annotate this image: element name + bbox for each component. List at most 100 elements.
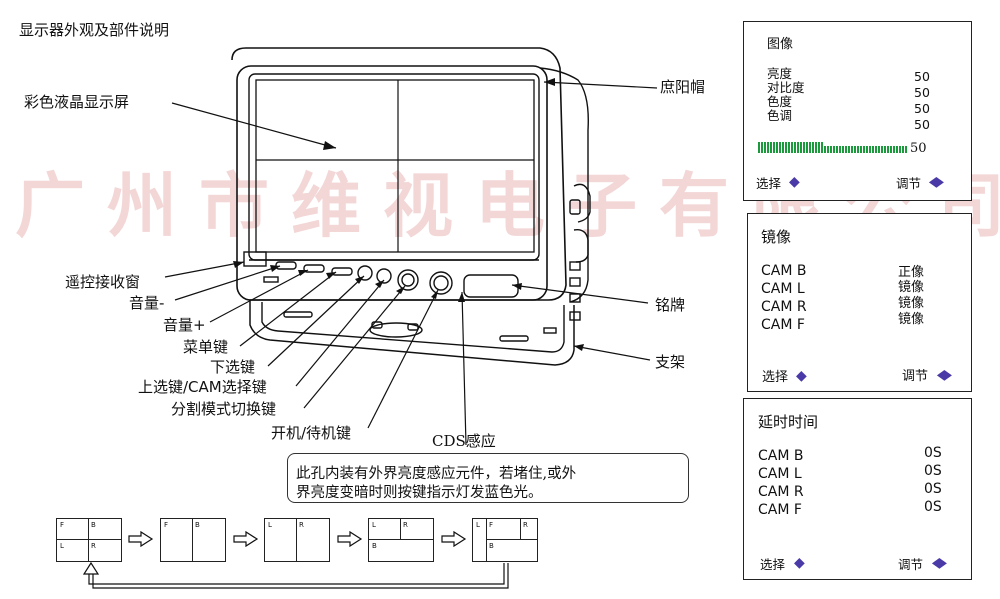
flow-arrow-4 — [441, 530, 467, 548]
hue-value: 50 — [914, 117, 930, 132]
split-mode-lfrb: L F R B — [472, 518, 538, 562]
mirror-settings-panel: 镜像 CAM B CAM L CAM R CAM F 正像 镜像 镜像 镜像 选… — [747, 213, 972, 392]
mirror-panel-title: 镜像 — [761, 228, 792, 246]
label-split-mode: 分割模式切换键 — [171, 400, 277, 418]
quad-label: B — [372, 542, 377, 550]
loop-back-line — [92, 563, 509, 589]
label-power: 开机/待机键 — [271, 424, 352, 442]
quad-label: F — [164, 521, 169, 529]
up-down-diamond-icon: ◆ — [794, 555, 805, 571]
contrast-label: 对比度 — [767, 80, 805, 95]
level-bar-thin — [824, 146, 908, 153]
mirror-cam-r: CAM R — [761, 299, 807, 315]
label-bracket: 支架 — [655, 353, 686, 371]
label-vol-down: 音量- — [129, 294, 165, 312]
down-button-shape — [357, 265, 373, 281]
quad-label: F — [489, 521, 494, 529]
delay-panel-title: 延时时间 — [758, 413, 819, 431]
delay-select-label: 选择 — [760, 557, 786, 572]
screen-bezel — [248, 73, 540, 261]
delay-value-b: 0S — [924, 445, 942, 461]
label-sunshade: 庶阳帽 — [660, 78, 706, 96]
flow-arrow-2 — [233, 530, 259, 548]
up-down-diamond-icon: ◆ — [789, 174, 800, 190]
quad-label: B — [91, 521, 96, 529]
brightness-value: 50 — [914, 69, 930, 84]
delay-cam-f: CAM F — [758, 502, 802, 518]
monitor-body — [236, 65, 548, 301]
left-right-diamond-icon: ◆ — [928, 174, 944, 190]
image-settings-panel: 图像 亮度 对比度 色度 色调 50 50 50 50 50 选择 ◆ 调节 ◆ — [743, 21, 972, 201]
mirror-value-l: 镜像 — [898, 280, 925, 295]
image-select-label: 选择 — [756, 176, 782, 191]
lcd-screen — [255, 79, 535, 253]
remote-window-shape — [243, 251, 267, 267]
nameplate-shape — [463, 274, 519, 298]
mirror-select-label: 选择 — [762, 370, 789, 385]
note-line-2: 界亮度变暗时则按键指示灯发蓝色光。 — [296, 485, 543, 501]
vol-down-button-shape — [275, 261, 297, 270]
delay-cam-r: CAM R — [758, 484, 804, 500]
quad-label: R — [523, 521, 528, 529]
quad-label: R — [403, 521, 408, 529]
split-mode-lrb: L R B — [368, 518, 434, 562]
label-vol-up: 音量+ — [163, 316, 206, 334]
bracket — [249, 300, 575, 366]
label-up-cam: 上选键/CAM选择键 — [138, 378, 267, 396]
delay-cam-b: CAM B — [758, 448, 804, 464]
image-adjust-label: 调节 — [896, 176, 922, 191]
delay-value-f: 0S — [924, 499, 942, 515]
quad-label: L — [476, 521, 480, 529]
up-button-shape — [376, 268, 392, 284]
page-title: 显示器外观及部件说明 — [19, 21, 170, 39]
delay-cam-l: CAM L — [758, 466, 802, 482]
contrast-value: 50 — [914, 85, 930, 100]
mirror-value-r: 镜像 — [898, 296, 925, 311]
cds-note-box: 此孔内装有外界亮度感应元件，若堵住,或外 界亮度变暗时则按键指示灯发蓝色光。 — [287, 453, 689, 503]
note-line-1: 此孔内装有外界亮度感应元件，若堵住,或外 — [296, 466, 577, 482]
label-menu: 菜单键 — [183, 338, 229, 356]
side-knob — [573, 183, 591, 223]
delay-value-r: 0S — [924, 481, 942, 497]
mirror-adjust-label: 调节 — [902, 369, 929, 384]
quad-label: B — [489, 542, 494, 550]
quad-label: L — [60, 542, 64, 550]
saturation-label: 色度 — [767, 94, 793, 109]
quad-label: L — [372, 521, 376, 529]
quad-label: R — [91, 542, 96, 550]
menu-button-shape — [331, 267, 353, 276]
label-cds: CDS感应 — [432, 432, 496, 450]
label-nameplate: 铭牌 — [655, 296, 686, 314]
quad-label: F — [60, 521, 65, 529]
sunshade-hood — [231, 47, 567, 301]
delay-settings-panel: 延时时间 CAM B CAM L CAM R CAM F 0S 0S 0S 0S… — [743, 398, 972, 580]
flow-arrow-1 — [128, 530, 154, 548]
label-screen: 彩色液晶显示屏 — [24, 93, 130, 111]
mirror-cam-b: CAM B — [761, 263, 807, 279]
flow-arrow-3 — [337, 530, 363, 548]
level-bar-value: 50 — [910, 141, 927, 156]
mirror-cam-l: CAM L — [761, 281, 805, 297]
image-panel-title: 图像 — [767, 37, 794, 52]
up-down-diamond-icon: ◆ — [796, 368, 807, 384]
mirror-value-b: 正像 — [898, 265, 925, 280]
power-button-shape — [429, 271, 453, 295]
split-mode-quad: F B L R — [56, 518, 122, 562]
vol-up-button-shape — [303, 264, 325, 273]
left-right-diamond-icon: ◆ — [936, 367, 952, 383]
hue-label: 色调 — [767, 108, 793, 123]
quad-label: L — [268, 521, 272, 529]
split-button-shape — [397, 269, 419, 291]
split-mode-lr: L R — [264, 518, 330, 562]
label-down: 下选键 — [210, 358, 256, 376]
quad-label: R — [299, 521, 304, 529]
saturation-value: 50 — [914, 101, 930, 116]
delay-value-l: 0S — [924, 463, 942, 479]
split-mode-fb: F B — [160, 518, 226, 562]
delay-adjust-label: 调节 — [898, 557, 924, 572]
mirror-value-f: 镜像 — [898, 312, 925, 327]
quad-label: B — [195, 521, 200, 529]
label-remote-window: 遥控接收窗 — [65, 273, 141, 291]
